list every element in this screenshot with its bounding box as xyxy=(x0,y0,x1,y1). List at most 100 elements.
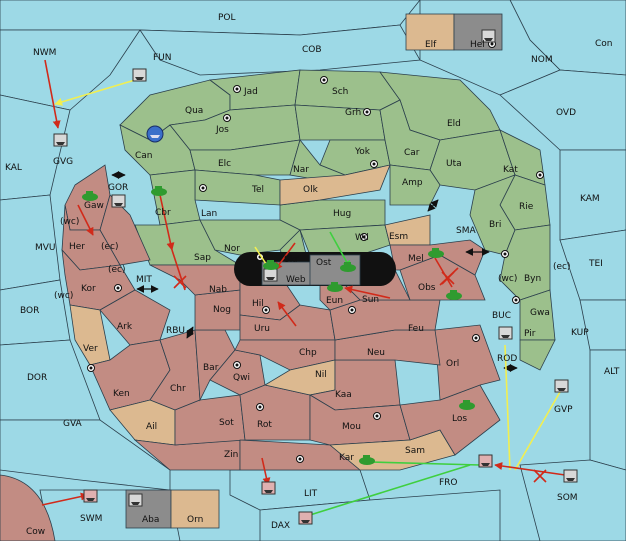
failed-order-mark xyxy=(441,271,455,285)
tank-icon[interactable] xyxy=(428,248,444,258)
move-order xyxy=(41,492,89,506)
orders xyxy=(41,59,566,516)
land-label: Uru xyxy=(254,324,270,334)
sea-label: BOR xyxy=(20,306,39,316)
ship-icon[interactable] xyxy=(563,469,578,483)
sea-nwm[interactable] xyxy=(0,29,141,111)
supply-center-icon xyxy=(501,250,509,258)
ship-icon[interactable] xyxy=(498,326,513,340)
sea-label: TEI xyxy=(588,259,603,269)
move-order xyxy=(159,194,175,251)
ship-icon[interactable] xyxy=(111,194,126,208)
prov-grh[interactable] xyxy=(294,104,386,141)
prov-orl[interactable] xyxy=(434,324,501,401)
land-label: Gaw xyxy=(84,201,104,211)
land-label: Nil xyxy=(315,370,327,380)
land-label: Bar xyxy=(203,363,219,373)
land-label: Kat xyxy=(503,165,518,175)
land-label: Grh xyxy=(345,108,361,118)
support-order xyxy=(514,391,561,471)
tank-icon[interactable] xyxy=(263,260,279,270)
tank-icon[interactable] xyxy=(359,455,375,465)
land-label-group: Elf Hel Jad Sch Qua Grh Eld Jos Can Yok … xyxy=(69,40,550,525)
land-label: Chp xyxy=(299,348,317,358)
sea-label: MIT xyxy=(136,275,152,285)
sea-som[interactable] xyxy=(519,459,626,541)
sea-label: SMA xyxy=(456,226,476,236)
sea-label: GOR xyxy=(108,183,128,193)
sea-label: FRO xyxy=(439,478,458,488)
double-arrow-icon xyxy=(427,199,439,212)
ship-icon[interactable] xyxy=(261,481,276,495)
move-order xyxy=(77,204,94,236)
land-label: Nab xyxy=(209,285,227,295)
support-order xyxy=(369,461,481,466)
prov-olk[interactable] xyxy=(279,164,391,206)
sea-label: SOM xyxy=(557,493,578,503)
ship-icon[interactable] xyxy=(554,379,569,393)
land-label: Hug xyxy=(333,209,351,219)
sea-tei[interactable] xyxy=(559,229,626,301)
land-label: Nor xyxy=(224,244,240,254)
sea-label: FUN xyxy=(153,53,172,63)
land-label: Orn xyxy=(187,515,203,525)
land-label: Sun xyxy=(362,295,379,305)
land-label: Lan xyxy=(201,209,217,219)
sea-kam[interactable] xyxy=(559,149,626,241)
support-order xyxy=(54,79,136,106)
sea-ovd[interactable] xyxy=(499,69,626,151)
ship-icon[interactable] xyxy=(53,133,68,147)
sea-kup[interactable] xyxy=(579,299,626,351)
move-order xyxy=(171,249,186,291)
coast-label: (ec) xyxy=(108,265,126,275)
prov-pir[interactable] xyxy=(519,339,556,371)
prov-rot[interactable] xyxy=(239,384,311,441)
tank-icon[interactable] xyxy=(151,186,167,196)
land-provinces xyxy=(0,13,556,541)
ship-icon[interactable] xyxy=(132,68,147,82)
move-order xyxy=(44,59,61,129)
coast-label: (ec) xyxy=(101,242,119,252)
tank-icon[interactable] xyxy=(459,400,475,410)
land-label: Feu xyxy=(408,324,424,334)
land-label: Hel xyxy=(470,40,485,50)
land-label: Los xyxy=(452,414,467,424)
sea-label-group: POL COB Con NWM FUN NOM OVD KAL GVG GOR … xyxy=(5,13,620,537)
land-label: Eun xyxy=(326,296,343,306)
tank-icon[interactable] xyxy=(340,262,356,272)
ship-icon[interactable] xyxy=(146,125,164,143)
prov-ark[interactable] xyxy=(99,289,171,346)
land-label: Obs xyxy=(418,283,436,293)
ship-icon[interactable] xyxy=(298,511,313,525)
land-label: Ark xyxy=(117,322,133,332)
sea-alt[interactable] xyxy=(589,349,626,471)
sea-label: GVA xyxy=(63,419,83,429)
prov-wil[interactable] xyxy=(299,224,391,256)
ship-icon[interactable] xyxy=(478,454,493,468)
ship-icon[interactable] xyxy=(83,489,98,503)
land-label: Kar xyxy=(339,453,354,463)
sea-cob[interactable] xyxy=(139,24,421,76)
prov-orn[interactable] xyxy=(170,489,220,529)
coast-label: (wc) xyxy=(60,217,79,227)
ship-icon[interactable] xyxy=(128,493,143,507)
prov-mel[interactable] xyxy=(389,239,486,276)
ship-icon[interactable] xyxy=(481,29,496,43)
supply-center-icon xyxy=(512,296,520,304)
supply-center-icon xyxy=(296,455,304,463)
land-label: Elc xyxy=(218,159,231,169)
move-order xyxy=(494,462,566,476)
support-order xyxy=(309,464,471,516)
sea-label: RBU xyxy=(166,326,185,336)
ship-icon[interactable] xyxy=(263,268,278,282)
tank-icon[interactable] xyxy=(82,191,98,201)
prov-elf[interactable] xyxy=(405,13,455,51)
sea-label: DOR xyxy=(27,373,47,383)
sea-label: LIT xyxy=(304,489,318,499)
land-label: Qwi xyxy=(233,373,250,383)
tank-icon[interactable] xyxy=(446,290,462,300)
tank-icon[interactable] xyxy=(327,282,343,292)
supply-center-icon xyxy=(536,171,544,179)
supply-center-icon xyxy=(472,334,480,342)
prov-amp[interactable] xyxy=(389,164,441,206)
